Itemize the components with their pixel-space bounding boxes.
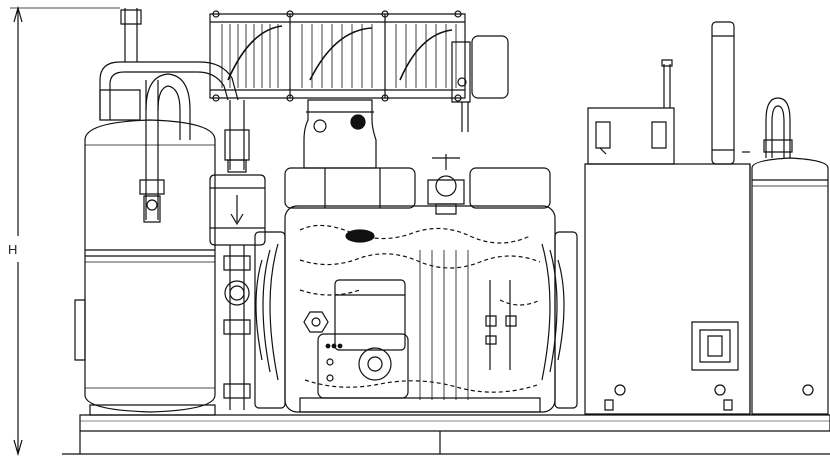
receiver-tank <box>75 8 238 415</box>
control-box <box>585 22 750 414</box>
condenser-coil <box>210 11 508 132</box>
height-dimension <box>10 8 120 454</box>
height-dimension-label: H <box>8 242 18 257</box>
compressor <box>255 168 577 412</box>
filter-drier <box>210 100 265 410</box>
suction-accumulator <box>742 98 828 414</box>
base-frame <box>62 415 830 454</box>
service-valve <box>428 154 464 214</box>
coil-bracket <box>304 100 376 168</box>
